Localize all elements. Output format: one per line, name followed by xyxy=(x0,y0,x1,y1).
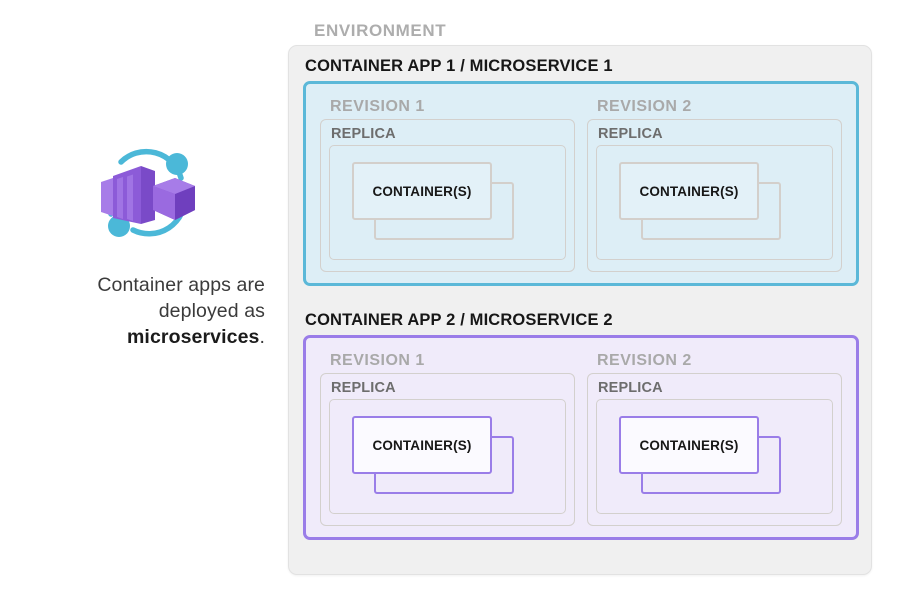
app1-revision-2-pod-box: CONTAINER(S) xyxy=(596,145,833,260)
app1-revision-1-pod-box: CONTAINER(S) xyxy=(329,145,566,260)
environment-box: CONTAINER APP 1 / MICROSERVICE 1 REVISIO… xyxy=(288,45,872,575)
caption-line-1: Container apps are xyxy=(97,274,265,296)
container-apps-icon xyxy=(100,148,195,237)
app2-revision-2-container-stack: CONTAINER(S) xyxy=(619,416,781,496)
app2-revision-2-replica-label: REPLICA xyxy=(598,380,663,396)
app1-revision-2-replica-box: REPLICA CONTAINER(S) xyxy=(587,119,842,272)
app1-revision-1: REVISION 1 REPLICA CONTAINER(S) xyxy=(314,90,581,277)
caption-line-3-bold: microservices xyxy=(126,326,260,348)
app2-revision-2-pod-box: CONTAINER(S) xyxy=(596,399,833,514)
app1-revision-2-container-stack: CONTAINER(S) xyxy=(619,162,781,242)
app1-revision-1-container-label: CONTAINER(S) xyxy=(372,183,472,199)
container-app-1-body: REVISION 1 REPLICA CONTAINER(S) REVISION xyxy=(303,81,859,286)
caption-period: . xyxy=(259,326,265,348)
app2-revision-1-pod-box: CONTAINER(S) xyxy=(329,399,566,514)
app1-revision-1-replica-label: REPLICA xyxy=(331,126,396,142)
app2-revision-2: REVISION 2 REPLICA CONTAINER(S) xyxy=(581,344,848,531)
caption-text: Container apps are deployed as microserv… xyxy=(30,272,265,350)
left-caption-panel: Container apps are deployed as microserv… xyxy=(30,140,265,350)
app2-revision-1: REVISION 1 REPLICA CONTAINER(S) xyxy=(314,344,581,531)
icon-dot-top xyxy=(165,153,188,175)
app2-revision-1-replica-box: REPLICA CONTAINER(S) xyxy=(320,373,575,526)
container-app-2-title: CONTAINER APP 2 / MICROSERVICE 2 xyxy=(305,311,613,329)
app2-revision-1-replica-label: REPLICA xyxy=(331,380,396,396)
container-app-1-title: CONTAINER APP 1 / MICROSERVICE 1 xyxy=(305,57,613,75)
container-app-2-body: REVISION 1 REPLICA CONTAINER(S) REVISION xyxy=(303,335,859,540)
app2-revision-1-container-label: CONTAINER(S) xyxy=(372,437,472,453)
app2-revision-2-replica-box: REPLICA CONTAINER(S) xyxy=(587,373,842,526)
app2-revision-2-container-label: CONTAINER(S) xyxy=(639,437,739,453)
caption-line-2: deployed as xyxy=(158,300,265,322)
app1-revision-2: REVISION 2 REPLICA CONTAINER(S) xyxy=(581,90,848,277)
app2-revision-2-label: REVISION 2 xyxy=(597,352,692,369)
app1-revision-2-container-front: CONTAINER(S) xyxy=(619,162,759,220)
app2-revision-1-container-front: CONTAINER(S) xyxy=(352,416,492,474)
app2-revision-1-label: REVISION 1 xyxy=(330,352,425,369)
app1-revision-1-container-front: CONTAINER(S) xyxy=(352,162,492,220)
app1-revision-1-replica-box: REPLICA CONTAINER(S) xyxy=(320,119,575,272)
container-app-panel-2: CONTAINER APP 2 / MICROSERVICE 2 REVISIO… xyxy=(303,311,859,540)
app2-revision-2-container-front: CONTAINER(S) xyxy=(619,416,759,474)
app2-revision-1-container-stack: CONTAINER(S) xyxy=(352,416,514,496)
environment-label: ENVIRONMENT xyxy=(314,21,447,40)
app1-revision-1-label: REVISION 1 xyxy=(330,98,425,115)
app1-revision-2-label: REVISION 2 xyxy=(597,98,692,115)
app1-revision-2-replica-label: REPLICA xyxy=(598,126,663,142)
icon-dot-bottom xyxy=(107,215,130,237)
container-app-panel-1: CONTAINER APP 1 / MICROSERVICE 1 REVISIO… xyxy=(303,57,859,286)
app1-revision-2-container-label: CONTAINER(S) xyxy=(639,183,739,199)
app1-revision-1-container-stack: CONTAINER(S) xyxy=(352,162,514,242)
